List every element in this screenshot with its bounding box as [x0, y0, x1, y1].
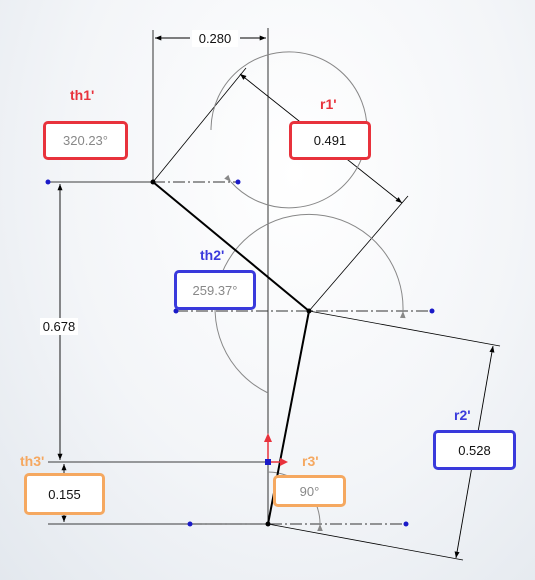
value-r2: 0.528: [458, 442, 491, 458]
link-r1: [152, 181, 310, 312]
dim-text-0280[interactable]: 0.280: [199, 31, 232, 46]
origin-icon: [264, 433, 288, 466]
label-r1: r1': [320, 96, 337, 112]
value-r1: 0.491: [313, 133, 347, 148]
point-bottom-left[interactable]: [187, 521, 193, 527]
arc-th2: [214, 213, 406, 394]
joint-2[interactable]: [306, 308, 312, 314]
label-th2: th2': [200, 247, 225, 263]
label-r2: r2': [454, 407, 471, 423]
value-r3: 90°: [299, 483, 320, 499]
ext-line-r2-a: [308, 310, 501, 347]
value-th2: 259.37°: [192, 282, 238, 298]
ext-line-r1-b: [308, 195, 409, 312]
value-box-r2[interactable]: 0.528: [433, 430, 516, 470]
label-th1: th1': [70, 87, 95, 103]
value-box-th3[interactable]: 0.155: [24, 473, 105, 515]
value-box-r1[interactable]: 0.491: [289, 121, 371, 160]
value-th3: 0.155: [48, 486, 81, 502]
value-box-th2[interactable]: 259.37°: [174, 270, 256, 310]
point-top-right[interactable]: [235, 179, 241, 185]
dim-bg-0280: [192, 30, 238, 47]
label-r3: r3': [302, 453, 319, 469]
point-bottom-right[interactable]: [403, 521, 409, 527]
ext-line-r1-a: [152, 67, 247, 183]
value-box-th1[interactable]: 320.23°: [43, 121, 128, 160]
label-th3: th3': [20, 453, 45, 469]
ext-line-r2-b: [267, 523, 464, 561]
dim-text-0678[interactable]: 0.678: [43, 319, 76, 334]
joint-3[interactable]: [265, 521, 271, 527]
value-box-r3[interactable]: 90°: [273, 475, 346, 507]
arc-th1: [210, 51, 368, 209]
value-th1: 320.23°: [63, 133, 108, 148]
dim-bg-0678: [40, 318, 78, 335]
point-mid-right[interactable]: [429, 308, 435, 314]
point-top-left[interactable]: [45, 179, 51, 185]
joint-1[interactable]: [150, 179, 156, 185]
